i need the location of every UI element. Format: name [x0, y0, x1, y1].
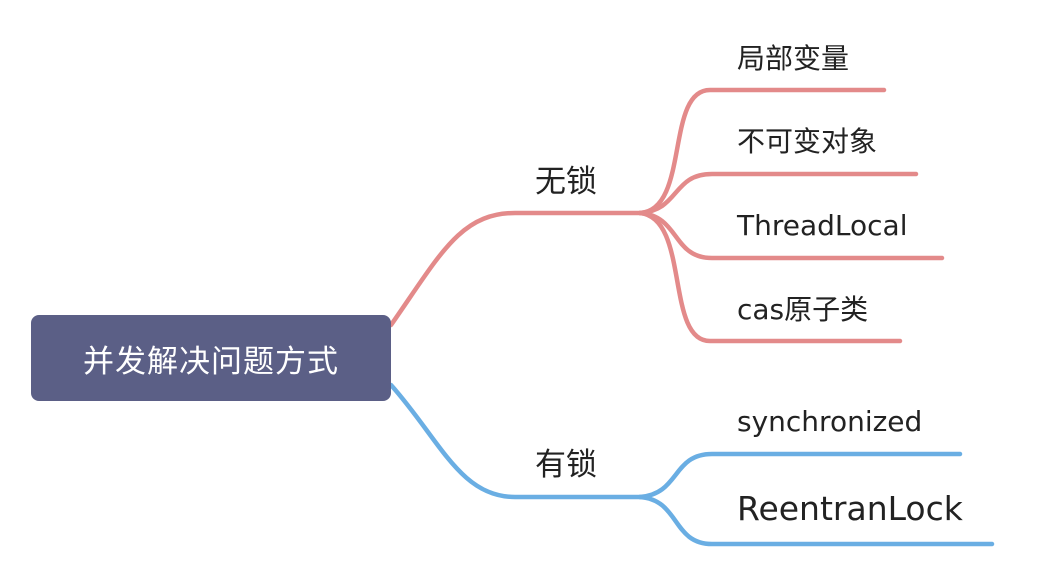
leaf-reentranlock: ReentranLock [737, 489, 963, 528]
leaf-threadlocal: ThreadLocal [737, 209, 908, 242]
edge-no-lock-to-immutable-object [637, 171, 919, 216]
edge-root-to-no-lock [388, 210, 643, 328]
edge-root-to-lock [388, 382, 643, 500]
leaf-cas-atomic: cas原子类 [737, 293, 869, 326]
branch-no-lock: 无锁 [535, 164, 597, 200]
edge-lock-to-reentranlock [637, 494, 995, 547]
leaf-synchronized: synchronized [737, 405, 923, 438]
root-node: 并发解决问题方式 [31, 315, 391, 401]
branch-lock: 有锁 [535, 447, 597, 483]
edge-no-lock-to-cas [637, 210, 903, 344]
root-node-label: 并发解决问题方式 [83, 343, 339, 380]
leaf-immutable-object: 不可变对象 [737, 125, 878, 158]
leaf-local-variable: 局部变量 [737, 42, 850, 75]
edge-lock-to-synchronized [637, 451, 963, 500]
edge-no-lock-to-local-variable [637, 87, 887, 216]
